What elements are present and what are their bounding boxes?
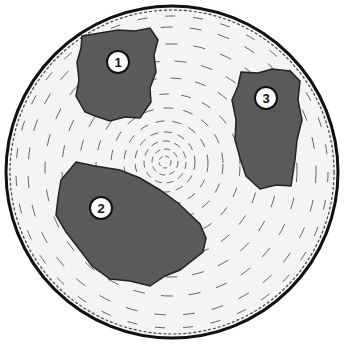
callout-number: 2 (97, 202, 104, 215)
callout-number: 1 (114, 56, 121, 69)
callout-circle: 2 (89, 196, 113, 220)
callout-circle: 1 (106, 50, 130, 74)
callout-circle: 3 (254, 86, 278, 110)
callout-number: 3 (262, 92, 269, 105)
cut-patches (56, 28, 302, 286)
